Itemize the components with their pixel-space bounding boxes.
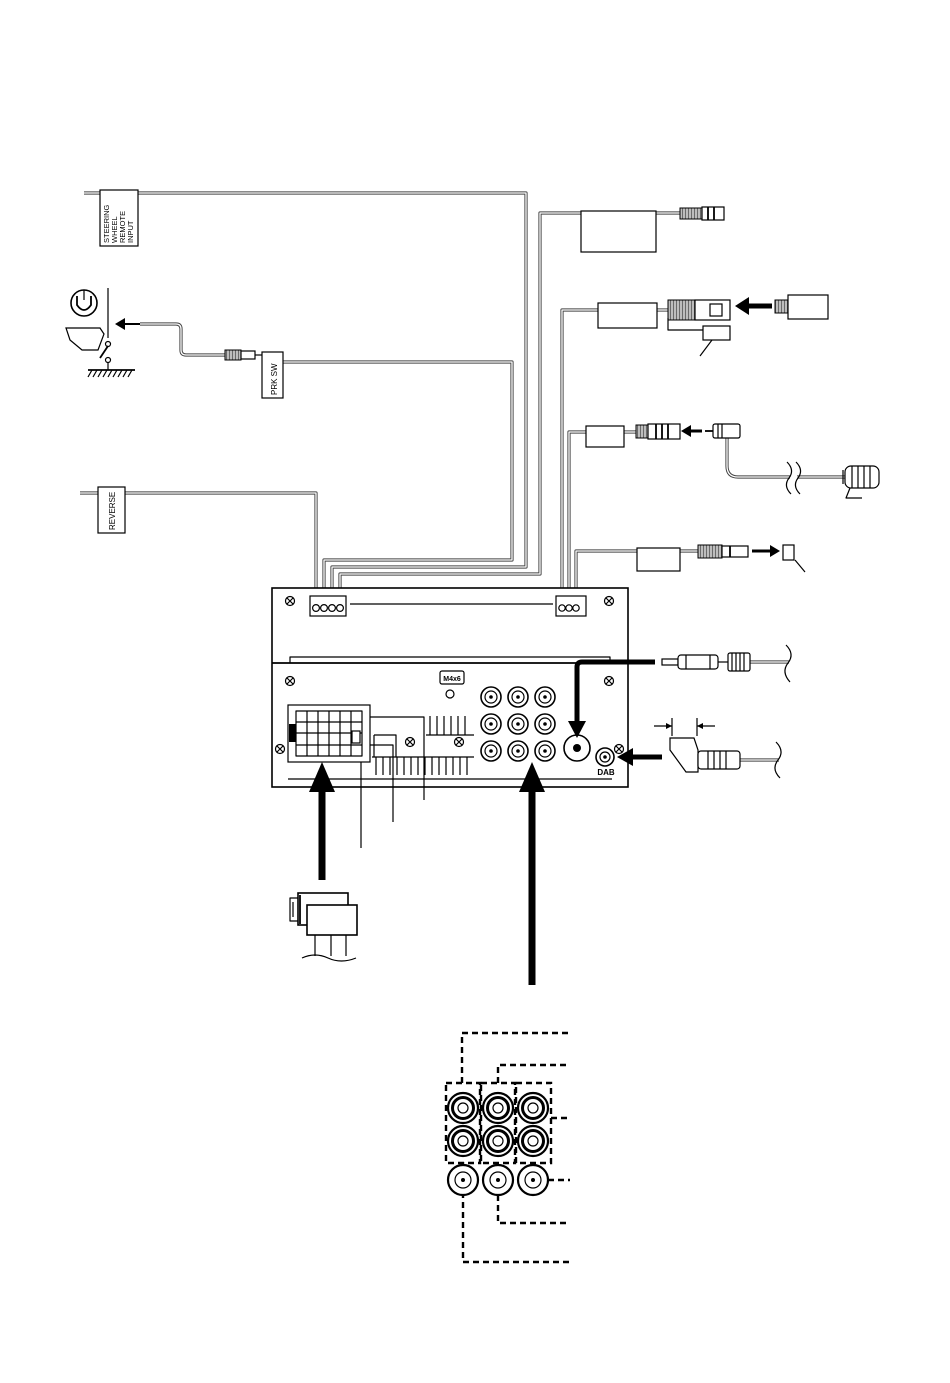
- rca-detail-pin: [461, 1178, 465, 1182]
- wire-terminal: [313, 605, 320, 612]
- camera-box: [637, 548, 680, 571]
- rca-jack-rear: [535, 714, 555, 734]
- rca-jack-rear: [508, 714, 528, 734]
- usb-connector-body: [668, 300, 695, 320]
- prk-sw-text: PRK SW: [270, 363, 279, 395]
- screw-icon: [406, 738, 415, 747]
- adapter-box-body: [581, 211, 656, 252]
- screw-icon: [286, 597, 295, 606]
- power-harness-socket: [288, 705, 370, 762]
- wire-terminal: [566, 605, 572, 611]
- screw-icon: [286, 677, 295, 686]
- rca-jack-detail: [483, 1093, 513, 1123]
- rca-jack-rear: [535, 741, 555, 761]
- mic-socket: [648, 424, 680, 439]
- rca-jack-rear: [508, 741, 528, 761]
- rca-jack-pin: [489, 749, 493, 753]
- adapter-connector-plug: [702, 207, 724, 220]
- camera-target: [783, 545, 794, 560]
- steering-label-line-4: INPUT: [126, 220, 135, 243]
- screw-icon: [605, 597, 614, 606]
- steering-wheel-remote-input-label: STEERING WHEEL REMOTE INPUT: [100, 190, 138, 246]
- mic-socket-body: [636, 425, 648, 438]
- adapter-connector-body: [680, 208, 702, 219]
- usb-stick-plug: [775, 300, 788, 313]
- rca-jack-pin: [516, 695, 520, 699]
- usb-box: [598, 303, 657, 328]
- dab-jack: DAB: [596, 748, 615, 777]
- rca-detail-pin: [496, 1178, 500, 1182]
- rca-jack-pin: [489, 722, 493, 726]
- harness-socket-key: [289, 724, 296, 742]
- screw-icon: [615, 745, 624, 754]
- antenna-jack: [564, 735, 590, 761]
- rear-rca-jacks: [481, 687, 555, 761]
- screw-icon: [455, 738, 464, 747]
- rca-jack-detail: [448, 1126, 478, 1156]
- antenna-plug-pin: [662, 659, 678, 665]
- dab-jack-pin: [603, 755, 607, 759]
- rca-jack-detail: [483, 1126, 513, 1156]
- screw-icon: [276, 745, 285, 754]
- antenna-plug-body: [678, 655, 718, 669]
- harness-plug-front: [307, 905, 357, 935]
- wire-terminal: [337, 605, 344, 612]
- rca-jack-rear: [535, 687, 555, 707]
- rca-jack-pin: [543, 695, 547, 699]
- rca-jack-rear: [481, 741, 501, 761]
- switch-contact: [106, 342, 111, 347]
- prk-connector-body: [225, 350, 241, 360]
- mic-box: [586, 426, 624, 447]
- prk-connector-plug: [241, 351, 255, 359]
- harness-socket-latch: [352, 731, 360, 743]
- mini-plug-body: [713, 424, 740, 438]
- antenna-jack-pin: [573, 744, 581, 752]
- rca-detail-pin: [531, 1178, 535, 1182]
- microphone-icon: [845, 466, 879, 488]
- rca-jack-detail: [518, 1126, 548, 1156]
- rca-jack-detail: [448, 1093, 478, 1123]
- wire-terminal: [321, 605, 328, 612]
- screw-hole: [446, 690, 454, 698]
- usb-tag: [703, 326, 730, 340]
- usb-socket-port: [710, 304, 722, 316]
- reverse-text: REVERSE: [108, 492, 117, 530]
- switch-contact-lower: [106, 358, 111, 363]
- wire-terminal: [573, 605, 579, 611]
- wire-terminal: [559, 605, 565, 611]
- prk-sw-label: PRK SW: [262, 352, 283, 398]
- dab-label: DAB: [597, 768, 615, 777]
- antenna-plug-nut: [728, 653, 750, 671]
- rca-jack-pin: [543, 722, 547, 726]
- rca-jack-detail: [518, 1165, 548, 1195]
- wire-terminal: [329, 605, 336, 612]
- camera-connector-body: [698, 545, 722, 558]
- dab-plug-body: [698, 751, 740, 769]
- rca-jack-pin: [516, 722, 520, 726]
- rca-jack-detail: [483, 1165, 513, 1195]
- screw-spec-text: M4x6: [443, 676, 461, 683]
- usb-stick-icon: [788, 295, 828, 319]
- screw-icon: [605, 677, 614, 686]
- rca-jack-detail: [518, 1093, 548, 1123]
- rca-jack-rear: [481, 687, 501, 707]
- rca-jack-pin: [543, 749, 547, 753]
- rca-jack-rear: [508, 687, 528, 707]
- rca-jack-pin: [489, 695, 493, 699]
- rca-jack-detail: [448, 1165, 478, 1195]
- reverse-label: REVERSE: [98, 487, 125, 533]
- rca-jack-pin: [516, 749, 520, 753]
- rca-jack-rear: [481, 714, 501, 734]
- camera-connector-plug: [722, 546, 748, 557]
